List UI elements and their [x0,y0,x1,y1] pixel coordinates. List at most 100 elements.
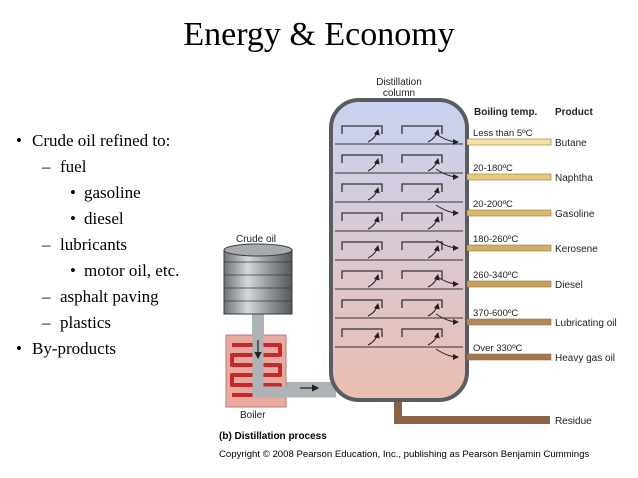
boiling-temp-label: 370-600ºC [473,308,518,319]
outlet-pipe [466,138,552,146]
bubble-cap [341,183,383,192]
boiling-temp-header: Boiling temp. [474,107,538,118]
outlet-arrow [435,313,459,325]
bullet-item: • gasoline [70,183,141,203]
bullet-text: motor oil, etc. [84,261,180,280]
bubble-cap [341,299,383,308]
bubble-cap [341,270,383,279]
vapor-arrow [367,274,380,288]
bullet-text: diesel [84,209,124,228]
bullet-item: • By-products [6,339,116,359]
bullet-text: asphalt paving [60,287,159,306]
boiling-temp-label: Over 330ºC [473,343,523,354]
outlet-arrow [435,168,459,180]
outlet-arrow [435,239,459,251]
bubble-cap [341,241,383,250]
vapor-arrow [367,245,380,259]
boiling-temp-label: 180-260ºC [473,234,518,245]
boiling-temp-label: 20-200ºC [473,199,513,210]
product-label: Lubricating oil [555,318,617,329]
vapor-arrow [367,187,380,201]
bullet-text: gasoline [84,183,141,202]
bullet-marker: – [42,313,51,332]
vapor-arrow [427,332,440,346]
bubble-cap [401,125,443,134]
bullet-marker: • [16,131,22,150]
vapor-arrow [427,303,440,317]
crude-oil-label: Crude oil [236,234,276,245]
bullet-text: By-products [32,339,117,358]
bubble-cap [401,241,443,250]
bubble-cap [401,328,443,337]
outlet-arrow [435,204,459,216]
outlet-arrow [435,275,459,287]
boiling-temp-label: Less than 5ºC [473,128,533,139]
product-label: Residue [555,416,592,427]
bullet-item: –asphalt paving [42,287,159,307]
bullet-marker: – [42,157,51,176]
vapor-arrow [367,303,380,317]
bullet-text: lubricants [60,235,128,254]
vapor-arrow [427,274,440,288]
outlet-pipe [466,209,552,217]
bullet-marker: – [42,235,51,254]
vapor-arrow [367,129,380,143]
column-label: Distillation [376,77,422,88]
vapor-arrow [427,187,440,201]
bullet-text: Crude oil refined to: [32,131,171,150]
bullet-item: –lubricants [42,235,127,255]
bullet-marker: • [16,339,22,358]
vapor-arrow [427,129,440,143]
bubble-cap [341,125,383,134]
crude-oil-tank [223,243,293,315]
bullet-item: • diesel [70,209,124,229]
product-label: Diesel [555,280,583,291]
bullet-item: –plastics [42,313,111,333]
product-outlets: Less than 5ºC Butane 20-180ºC Naphtha 20-200… [435,128,617,427]
vapor-flow-arrows [367,129,440,346]
copyright-notice: Copyright © 2008 Pearson Education, Inc.… [219,449,590,460]
bubble-cap [341,212,383,221]
bullet-text: fuel [60,157,87,176]
product-label: Gasoline [555,209,595,220]
bullet-marker: • [70,261,76,280]
vapor-arrow [367,158,380,172]
bullet-item: • Crude oil refined to: [6,131,170,151]
bullet-marker: • [70,209,76,228]
product-label: Naphtha [555,173,593,184]
product-label: Heavy gas oil [555,353,615,364]
vapor-arrow [367,332,380,346]
column-trays [335,125,463,348]
vapor-arrow [427,158,440,172]
boiling-temp-label: 260-340ºC [473,270,518,281]
vapor-arrow [427,245,440,259]
boiling-temp-label: 20-180ºC [473,163,513,174]
vapor-arrow [427,216,440,230]
column-label: column [383,88,415,99]
figure-caption: (b) Distillation process [219,431,327,442]
bullet-text: plastics [60,313,111,332]
outlet-arrow [435,348,459,360]
bubble-cap [341,154,383,163]
bubble-cap [401,299,443,308]
bubble-cap [401,154,443,163]
bullet-list: •Crude oil refined to:–fuel•gasoline•die… [0,0,210,478]
bubble-cap [401,183,443,192]
outlet-pipe [466,353,552,361]
bubble-cap [341,328,383,337]
bubble-cap [401,270,443,279]
bullet-marker: • [70,183,76,202]
product-header: Product [555,107,593,118]
product-label: Butane [555,138,587,149]
boiler-label: Boiler [240,410,266,421]
outlet-arrow [435,133,459,145]
outlet-pipe [466,173,552,181]
outlet-pipe [466,318,552,326]
bullet-marker: – [42,287,51,306]
vapor-arrow [367,216,380,230]
outlet-pipe [466,244,552,252]
bubble-cap [401,212,443,221]
outlet-pipe [466,280,552,288]
slide-title: Energy & Economy [183,16,455,53]
